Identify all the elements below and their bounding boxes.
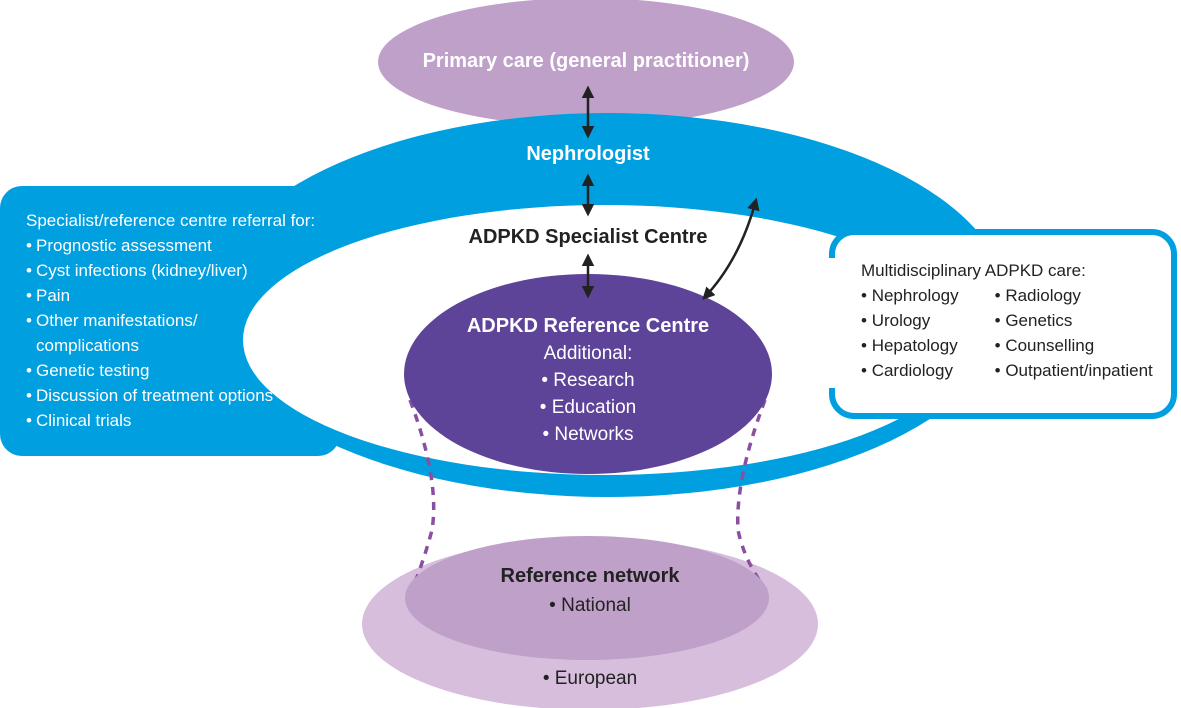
referral-panel: Specialist/reference centre referral for…	[26, 208, 315, 433]
referral-item: Discussion of treatment options	[26, 383, 315, 408]
reference-network-european: • European	[542, 668, 638, 689]
referral-item: Other manifestations/	[26, 308, 315, 333]
care-item: Counselling	[995, 333, 1153, 358]
primary-care-label: Primary care (general practitioner)	[422, 50, 750, 72]
care-item: Radiology	[995, 283, 1153, 308]
nephrologist-label: Nephrologist	[526, 143, 650, 165]
referral-item: Clinical trials	[26, 408, 315, 433]
referral-panel-heading: Specialist/reference centre referral for…	[26, 211, 316, 230]
care-item: Cardiology	[861, 358, 959, 383]
referral-item: Cyst infections (kidney/liver)	[26, 258, 315, 283]
arrow-nephrologist-reference	[702, 197, 760, 300]
referral-item: Genetic testing	[26, 358, 315, 383]
referral-item: Prognostic assessment	[26, 233, 315, 258]
care-panel: Multidisciplinary ADPKD care: Nephrology…	[861, 258, 1153, 383]
care-panel-merge	[826, 258, 840, 388]
reference-network-national: • National	[549, 595, 631, 616]
reference-centre-text: ADPKD Reference Centre Additional: • Res…	[430, 312, 746, 448]
reference-centre-subtitle: Additional:	[543, 343, 633, 364]
reference-centre-ellipse	[404, 274, 772, 474]
care-item: Outpatient/inpatient	[995, 358, 1152, 383]
referral-item: Pain	[26, 283, 315, 308]
reference-centre-title: ADPKD Reference Centre	[466, 315, 710, 337]
reference-centre-item: • Education	[539, 397, 637, 418]
dashed-connector-left	[408, 399, 436, 591]
referral-item-continuation: complications	[36, 336, 139, 355]
referral-list: Prognostic assessment Cyst infections (k…	[26, 233, 315, 433]
reference-network-title: Reference network	[500, 565, 680, 587]
care-panel-heading: Multidisciplinary ADPKD care:	[861, 261, 1086, 280]
reference-network-text: Reference network • National	[430, 562, 750, 622]
specialist-centre-label: ADPKD Specialist Centre	[468, 226, 708, 248]
care-item: Urology	[861, 308, 959, 333]
care-item: Nephrology	[861, 283, 959, 308]
reference-centre-item: • Research	[541, 370, 635, 391]
primary-care-ellipse	[378, 0, 794, 126]
care-item: Genetics	[995, 308, 1153, 333]
care-column-2: Radiology Genetics Counselling Outpatien…	[995, 283, 1153, 383]
care-item: Hepatology	[861, 333, 959, 358]
reference-network-national-ellipse	[405, 536, 769, 660]
reference-centre-item: • Networks	[542, 424, 634, 445]
care-column-1: Nephrology Urology Hepatology Cardiology	[861, 283, 959, 383]
